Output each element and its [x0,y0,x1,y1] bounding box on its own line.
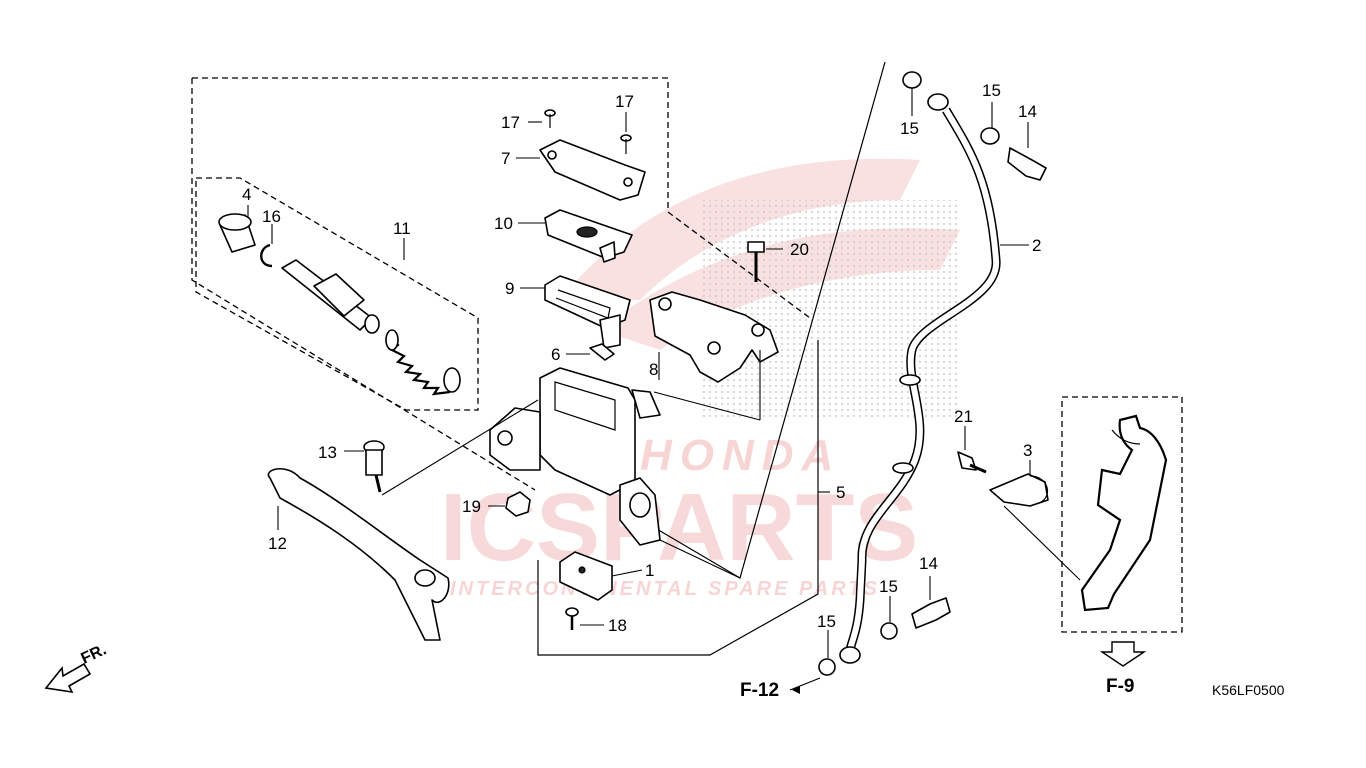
bolt-part-21 [957,451,987,474]
reservoir-cap-part-7 [539,139,646,201]
front-arrow-icon [44,662,92,694]
boot-part-4 [218,213,256,253]
master-cylinder-kit-outline [192,77,669,212]
front-direction-indicator: FR. [44,641,110,694]
label-5: 5 [836,483,845,502]
label-15c: 15 [879,577,898,596]
label-3: 3 [1023,441,1032,460]
reference-f9: F-9 [1106,676,1135,697]
hose-bracket [1080,414,1168,612]
diaphragm-part-9 [544,275,631,349]
washer-part-15b [980,127,1000,145]
brake-lever-part-12 [267,468,450,641]
label-17a: 17 [501,113,520,132]
watermark-tagline: INTERCONTINENTAL SPARE PARTS [450,578,880,600]
label-14a: 14 [1018,102,1037,121]
label-16: 16 [262,207,281,226]
clip-part-6 [589,343,615,361]
hose-clamp-part-3 [989,473,1049,507]
brake-hose-part-2 [839,93,1001,664]
label-13: 13 [318,443,337,462]
bracket-group-box [1061,396,1183,633]
label-9: 9 [505,279,514,298]
arrow-down-f9 [1099,641,1147,667]
holder-part-8 [649,291,779,383]
banjo-bolt-part-14b [911,597,951,629]
label-17b: 17 [615,92,634,111]
label-15a: 15 [900,119,919,138]
washer-part-15a [902,71,922,89]
label-12: 12 [268,534,287,553]
switch-part-1 [559,551,613,601]
circlip-part-16 [260,243,273,268]
banjo-bolt-part-14a [1007,147,1047,181]
diaphragm-plate-part-10 [544,209,633,263]
screw-part-17b [620,134,632,154]
label-11: 11 [393,219,411,238]
label-14b: 14 [919,554,938,573]
label-10: 10 [494,214,513,233]
label-1: 1 [645,561,654,580]
watermark-brand: ICSPARTS [440,474,918,581]
dotted-pattern-watermark [700,200,960,420]
master-cylinder-kit-outline-left [191,78,536,491]
label-15d: 15 [817,612,836,631]
label-18: 18 [608,616,627,635]
reference-f12: F-12 [740,680,779,701]
piston-part [281,259,380,334]
screw-part-18 [565,607,579,630]
bolt-part-20 [747,241,765,282]
label-19: 19 [462,497,481,516]
spring-part [385,329,461,396]
label-6: 6 [551,345,560,364]
part-number-labels: 4 16 11 17 17 7 10 9 6 8 20 13 12 19 1 1… [242,81,1041,635]
figure-code: K56LF0500 [1212,682,1285,698]
washer-part-15c [880,622,898,640]
label-7: 7 [501,149,510,168]
master-cylinder-outline-5 [537,340,819,656]
label-15b: 15 [982,81,1001,100]
master-cylinder-body [489,367,661,546]
piston-set-box [195,177,479,411]
label-20: 20 [790,240,809,259]
label-8: 8 [649,360,658,379]
front-label: FR. [79,641,110,667]
leader-lines [247,88,1081,691]
screw-part-17a [544,109,556,128]
label-2: 2 [1032,236,1041,255]
washer-part-15d [818,658,836,676]
watermark: HONDA ICSPARTS INTERCONTINENTAL SPARE PA… [440,158,960,600]
nut-part-19 [505,491,531,517]
pivot-bolt-part-13 [363,440,385,493]
label-4: 4 [242,185,251,204]
label-21: 21 [954,407,973,426]
honda-logo-text: HONDA [640,431,841,480]
arrow-f12 [792,686,800,694]
